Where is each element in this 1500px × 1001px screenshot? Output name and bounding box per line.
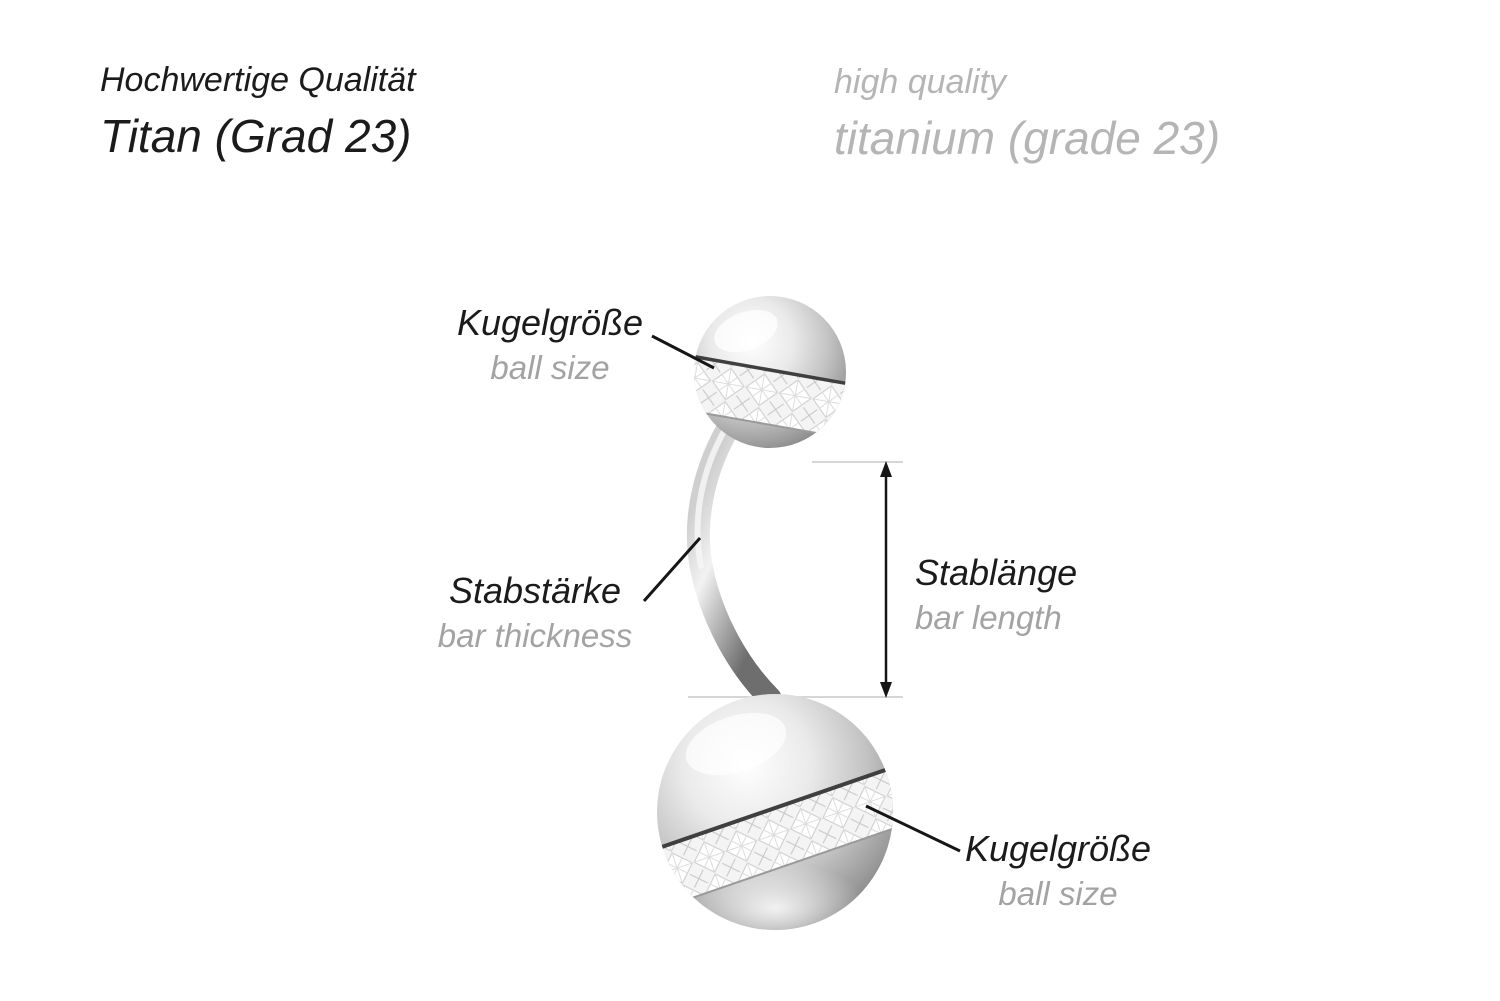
bottom-ball: [657, 694, 893, 930]
header-english-material: titanium (grade 23): [834, 111, 1221, 164]
pointer-top-ball: [651, 334, 715, 370]
annotation-bar-length: Stablänge bar length: [915, 550, 1077, 640]
label-ball-size-top-de: Kugelgröße: [456, 302, 644, 343]
top-ball-highlight: [714, 309, 778, 353]
label-bar-length-en: bar length: [915, 598, 1062, 636]
bottom-ball-crystal-band: [657, 761, 893, 909]
barbell-bar: [686, 408, 782, 710]
bottom-ball-highlight: [685, 712, 787, 776]
label-bar-length-de: Stablänge: [915, 552, 1078, 593]
header-german: Hochwertige Qualität Titan (Grad 23): [100, 60, 416, 164]
label-ball-size-top-en: ball size: [490, 348, 610, 386]
header-german-quality: Hochwertige Qualität: [100, 61, 416, 99]
header-german-material: Titan (Grad 23): [100, 109, 412, 162]
header-english: high quality titanium (grade 23): [834, 62, 1220, 166]
annotation-bar-thickness: Stabstärke bar thickness: [420, 568, 650, 658]
label-ball-size-bottom-de: Kugelgröße: [964, 828, 1152, 869]
annotation-ball-size-bottom: Kugelgröße ball size: [948, 826, 1168, 916]
bar-length-guides: [688, 461, 903, 698]
pointer-bottom-ball: [865, 804, 961, 853]
pointer-bar-thickness: [642, 537, 702, 602]
top-ball: [694, 296, 846, 448]
label-bar-thickness-de: Stabstärke: [448, 570, 622, 611]
pointer-lines: [642, 334, 961, 853]
annotation-ball-size-top: Kugelgröße ball size: [440, 300, 660, 390]
header-english-quality: high quality: [834, 63, 1007, 101]
label-ball-size-bottom-en: ball size: [998, 874, 1118, 912]
label-bar-thickness-en: bar thickness: [437, 616, 633, 654]
bar-length-arrow: [880, 461, 892, 698]
